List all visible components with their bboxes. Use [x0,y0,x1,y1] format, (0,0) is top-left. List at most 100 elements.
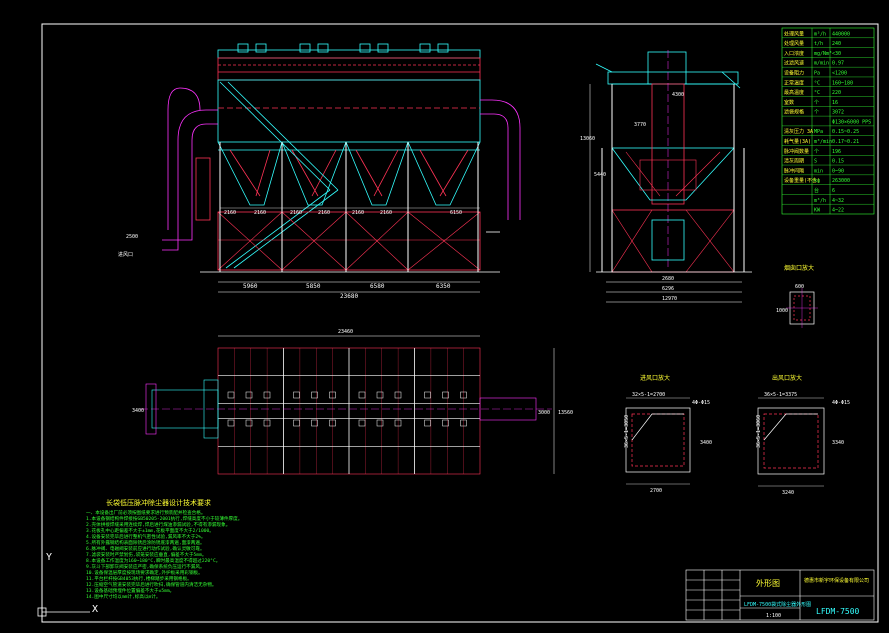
spec-name: 正常温度 [784,79,804,86]
chimney-title: 烟囱口放大 [784,264,814,272]
front-mid-dim-3: 2160 [290,210,302,216]
pulse-valve-mark [424,391,431,399]
note-line: 12.压缩空气管道安装完毕后进行吹扫,确保管道内清洁无杂物。 [86,581,217,588]
spec-unit: MPa [814,129,823,135]
axis-x-label: X [92,604,98,615]
note-line: 4.设备安装完毕后进行整机气密性试验,漏风率不大于2%。 [86,533,206,540]
drawing-name: 外形图 [756,578,780,588]
spec-unit: 个 [814,100,819,106]
front-dim-4: 6350 [436,283,451,290]
note-line: 14.图中尺寸均以mm计,标高以m计。 [86,593,161,600]
side-dim-b1: 2680 [662,276,674,282]
side-view [589,50,752,303]
front-mid-dim-2: 2160 [254,210,266,216]
note-line: 3.花板孔中心距偏差不大于±1mm,花板平面度不大于2/1000。 [86,527,214,534]
spec-value: 440000 [832,31,850,37]
spec-name: 最高温度 [784,89,804,96]
pulse-valve-mark [460,419,467,427]
outlet-detail-title: 出风口放大 [772,374,802,382]
chimney-detail [786,288,818,328]
note-line: 13.设备基础预埋件位置偏差不大于±5mm。 [86,587,174,594]
inlet-detail-title: 进风口放大 [640,374,670,382]
ucs-axis-icon [37,562,90,617]
front-mid-dim-4: 2160 [318,210,330,216]
inlet-detail-dim-right: 3400 [700,440,712,446]
spec-name: 清灰周期 [784,158,804,165]
pulse-valve-mark [227,391,235,399]
pulse-valve-mark [329,391,336,399]
spec-unit: kg [814,178,820,184]
spec-unit: m/min [814,61,829,67]
front-view-dimensions: 5960 5850 6580 6350 23680 2160 2160 2160… [118,210,462,300]
side-dim-b3: 12970 [662,296,677,302]
pulse-valve-mark [311,391,318,399]
spec-name: 设备重量(不含) [784,177,820,184]
spec-name: 设备阻力 [784,70,804,77]
spec-value: 0.17~0.21 [832,139,859,145]
pulse-valve-mark [293,391,300,399]
note-line: 10.设备保温层厚度按现场要求确定,外护板采用彩钢板。 [86,569,203,576]
plan-dim-inlet: 3400 [132,408,144,414]
front-dim-1: 5960 [243,283,258,290]
pulse-valve-mark [358,391,366,399]
spec-value: 263000 [832,178,850,184]
note-line: 8.本设备工作温度为160~180°C,瞬时最高温度不得超过220°C。 [86,557,220,564]
spec-unit: KW [814,208,821,214]
spec-unit: t/h [814,41,823,47]
spec-value: 4~22 [832,208,844,214]
pulse-valve-mark [311,419,318,427]
spec-value: 4~32 [832,198,844,204]
pulse-valve-mark [442,419,449,427]
pulse-valve-mark [329,419,336,427]
product-name: LFDM-7500袋式除尘器外形图 [744,601,811,608]
inlet-dim: 2500 [126,234,138,240]
spec-name: 处理风量 [784,40,804,47]
spec-name: 耗气量(3A) [784,138,811,145]
front-mid-dim-7: 6150 [450,210,462,216]
spec-unit: mg/Nm³ [814,51,832,57]
note-line: 11.平台栏杆按GB4053执行,楼梯踏步采用钢格板。 [86,575,192,582]
spec-name: 脉冲阀数量 [784,148,809,155]
spec-value: 220 [832,90,841,96]
company-name: 德惠市新宇环保设备有限公司 [804,577,869,584]
outlet-detail-dim-top: 36×5-1=3375 [764,392,797,398]
chimney-dim-w: 600 [795,284,804,290]
spec-value: 16 [832,100,838,106]
plan-dim-right: 13560 [558,410,573,416]
spec-unit: S [814,159,817,165]
front-dim-3: 6580 [370,283,385,290]
pulse-valve-mark [442,391,449,399]
pulse-valve-mark [245,391,253,399]
inlet-flange-detail [625,397,691,485]
inlet-detail-dim-bottom: 2700 [650,488,662,494]
side-dim-top: 4300 [672,92,684,98]
note-line: 5.所有外露钢结构表面除锈后涂防锈底漆两遍,面漆两遍。 [86,539,205,546]
plan-dim-outlet: 3000 [538,410,550,416]
note-line: 1.本设备钢结构件焊接按GB50205-2001执行,焊缝高度不小于较薄件厚度。 [86,515,242,522]
outlet-detail-dim-side: 36×5-1=3060 [756,415,762,448]
spec-unit: 个 [814,149,819,155]
drawing-scale: 1:100 [766,613,781,619]
spec-unit: 台 [814,187,819,194]
spec-value: 0.15~0.25 [832,129,859,135]
plan-dim-top: 23460 [338,329,353,335]
spec-value: 196 [832,149,841,155]
pulse-valve-mark [245,419,253,427]
outlet-detail-dim-right: 3340 [832,440,844,446]
spec-name: 脉冲间隔 [784,167,804,174]
spec-value: 0~90 [832,168,844,174]
front-dim-2: 5850 [306,283,321,290]
spec-name: 入口浓度 [784,50,804,57]
axis-y-label: Y [46,552,52,563]
side-dim-v2: 13060 [580,136,595,142]
spec-unit: m³/h [814,31,826,37]
note-line: 2.壳体拼接焊缝采用连续焊,焊后进行煤油渗漏试验,不得有渗漏现象。 [86,521,230,528]
notes-heading: 长袋低压脉冲除尘器设计技术要求 [106,498,211,507]
pulse-valve-mark [394,391,402,399]
drawing-border [41,23,879,623]
pulse-valve-mark [263,419,271,427]
plan-view [140,335,555,475]
inlet-detail-dim-side: 36×5-1=3050 [624,415,630,448]
spec-name: 滤袋规格 [784,109,804,116]
